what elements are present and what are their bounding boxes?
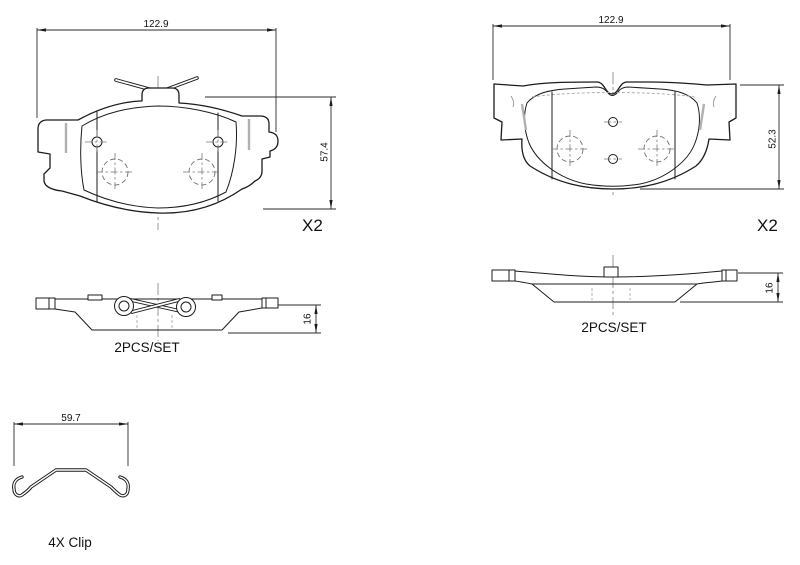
fig4-tab-left: [491, 269, 516, 282]
fig4-plate-bottom-edge: [514, 280, 723, 285]
fig5-width-dimension: 59.7: [13, 413, 129, 466]
fig4-friction-block: [531, 283, 698, 303]
figure4-pad-side-plain: 16 2PCS/SET: [491, 255, 783, 335]
fig1-pad-outline: [37, 87, 279, 214]
fig4-thickness-dimension: 16: [680, 272, 783, 303]
fig1-quantity-label: X2: [302, 216, 323, 235]
fig4-pcs-label: 2PCS/SET: [581, 320, 646, 335]
fig2-pad-outline: [493, 81, 737, 190]
fig1-height-dimension: 57.4: [205, 96, 336, 210]
fig2-ear-clip-left: [510, 95, 515, 108]
fig3-nub-right: [211, 294, 223, 301]
fig2-quantity-label: X2: [757, 216, 778, 235]
fig2-abutment-strip-left: [520, 103, 528, 131]
fig2-chamfer-line: [531, 92, 696, 98]
fig1-height-dim-label: 57.4: [320, 142, 331, 162]
fig1-friction-outline: [80, 105, 237, 209]
fig3-thickness-dimension: 16: [228, 304, 321, 334]
fig1-piston-circle-left: [96, 153, 134, 191]
fig5-clip-shape: [12, 468, 130, 498]
figure2-pad-plain: 122.9 52.3 X2: [492, 15, 784, 235]
fig2-width-dim-label: 122.9: [598, 15, 623, 26]
fig3-pcs-label: 2PCS/SET: [114, 340, 179, 355]
figure1-pad-with-wear-sensor: 122.9 57.4 X2: [36, 19, 336, 235]
fig5-clip-label: 4X Clip: [48, 535, 92, 550]
figure3-pad-side-with-spring: 16 2PCS/SET: [35, 283, 321, 355]
fig3-leaf-spring: [114, 296, 196, 317]
fig4-top-nub: [603, 266, 619, 278]
fig2-piston-circle-left: [551, 130, 589, 168]
fig1-piston-circle-right: [183, 153, 221, 191]
fig2-abutment-strip-right: [698, 103, 706, 131]
fig3-nub-left: [87, 294, 103, 301]
fig1-width-dim-label: 122.9: [143, 19, 168, 30]
fig2-ear-clip-right: [712, 95, 717, 108]
fig3-tab-left: [35, 297, 56, 310]
fig2-center-marker-top: [604, 117, 622, 127]
fig3-tab-right: [261, 297, 279, 309]
fig4-thickness-dim-label: 16: [765, 282, 776, 294]
fig2-height-dim-label: 52.3: [768, 129, 779, 149]
fig5-width-dim-label: 59.7: [61, 413, 81, 424]
fig3-plate-and-block: [54, 307, 263, 331]
fig2-piston-circle-right: [638, 130, 676, 168]
fig2-width-dimension: 122.9: [492, 15, 731, 80]
fig2-friction-outline: [524, 86, 700, 187]
fig3-thickness-dim-label: 16: [303, 313, 314, 325]
fig2-center-marker-bottom: [604, 154, 622, 164]
figure5-retaining-clip: 59.7 4X Clip: [12, 413, 130, 550]
fig1-guide-hole-right: [206, 130, 230, 154]
fig2-height-dimension: 52.3: [640, 84, 784, 190]
fig4-tab-right: [721, 269, 738, 282]
fig1-guide-hole-left: [85, 130, 109, 154]
fig1-width-dimension: 122.9: [36, 19, 277, 132]
